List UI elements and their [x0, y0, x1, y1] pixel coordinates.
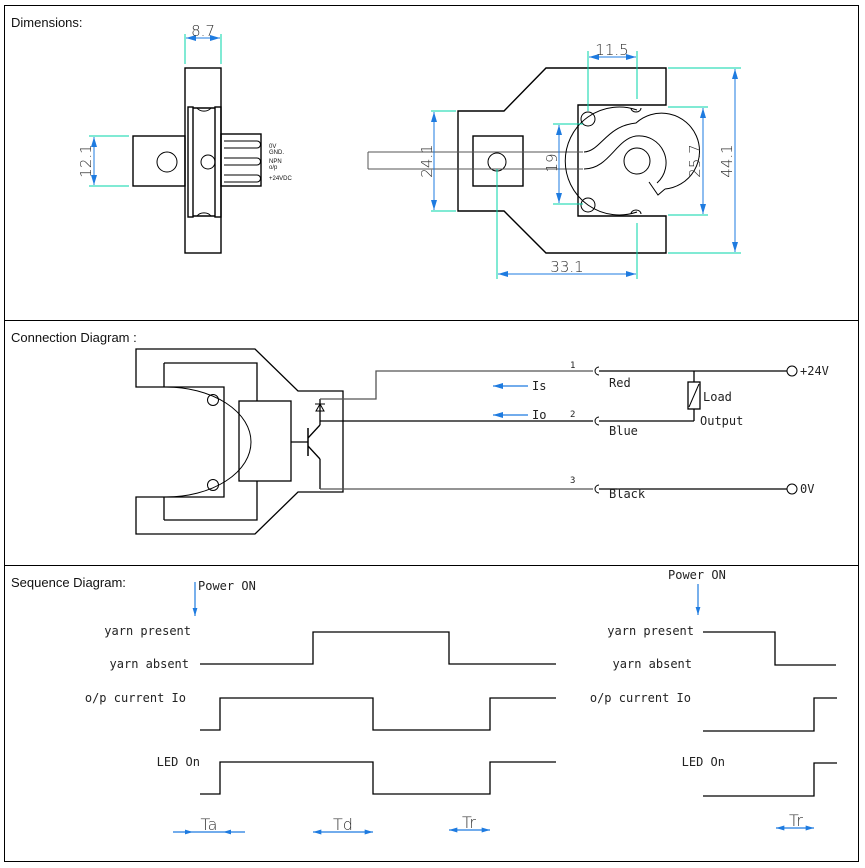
yarn-absent-label-left: yarn absent [110, 657, 189, 671]
yarn-present-label-left: yarn present [104, 624, 191, 638]
left-sequence: Power ON yarn present yarn absent o/p cu… [85, 579, 556, 835]
dim-center-label: 33.1 [550, 258, 583, 276]
side-dims: 8.7 12.1 [77, 22, 222, 187]
front-body [457, 67, 667, 254]
op-current-label-right: o/p current Io [590, 691, 691, 705]
side-view [132, 67, 262, 254]
sequence-title: Sequence Diagram: [11, 575, 126, 590]
output-label: Output [700, 414, 743, 428]
terminal-0v-label: 0V [800, 482, 814, 496]
connection-title: Connection Diagram : [11, 330, 137, 345]
pin-label-24vdc: +24VDC [269, 176, 293, 182]
dim-holes-label: 19 [543, 153, 561, 172]
ta-label: Ta [201, 815, 218, 834]
terminal-24v-label: +24V [800, 364, 829, 378]
side-mount-hole [156, 151, 178, 173]
side-mount-tab [132, 135, 186, 187]
led-on-label-left: LED On [157, 755, 200, 769]
yarn-waveform-right [703, 631, 836, 666]
led-waveform-left [200, 761, 556, 795]
front-dims: 11.5 24.1 19 25.7 44.1 [418, 41, 741, 279]
front-hole-top [580, 111, 596, 127]
sensor-outline [135, 348, 344, 535]
pin-label-npn: NPN [269, 159, 282, 165]
wire-red-internal [320, 370, 593, 400]
tr-label-left: Tr [462, 813, 476, 832]
current-is-label: Is [532, 379, 546, 393]
terminal-0v [786, 483, 798, 495]
pin-2-label: 2 [570, 410, 575, 420]
dimensions-drawing: 0V GND. NPN o/p +24VDC 8.7 12.1 [77, 22, 741, 279]
td-label: Td [333, 815, 353, 834]
dim-height-label: 12.1 [77, 144, 95, 177]
dim-inner-label: 25.7 [686, 144, 704, 177]
sequence-section: Sequence Diagram: Power ON yarn present … [5, 566, 858, 862]
dimensions-section: Dimensions: [5, 6, 858, 321]
front-hole-bottom [580, 197, 596, 213]
datasheet-frame: Dimensions: [4, 5, 859, 862]
amplifier-block [238, 400, 292, 482]
led-on-label-right: LED On [682, 755, 725, 769]
current-waveform-right [703, 697, 837, 732]
wire-black-label: Black [609, 487, 646, 501]
dim-width-label: 8.7 [191, 22, 215, 40]
side-rail-left [187, 106, 194, 218]
op-current-label-left: o/p current Io [85, 691, 186, 705]
pin-1-label: 1 [570, 361, 575, 371]
yarn-waveform-left [200, 631, 556, 665]
yarn-present-label-right: yarn present [607, 624, 694, 638]
power-on-label-right: Power ON [668, 568, 726, 582]
dim-slot-label: 11.5 [595, 41, 628, 59]
dimensions-title: Dimensions: [11, 15, 83, 30]
dim-overall-label: 44.1 [718, 144, 736, 177]
current-waveform-left [200, 697, 556, 731]
front-mount-block [472, 135, 524, 187]
pin-label-0v: 0V [269, 144, 276, 150]
power-on-label-left: Power ON [198, 579, 256, 593]
load-label: Load [703, 390, 732, 404]
wiring [320, 365, 798, 495]
yarn-absent-label-right: yarn absent [613, 657, 692, 671]
right-sequence: Power ON yarn present yarn absent o/p cu… [590, 568, 837, 831]
side-pin-block [220, 133, 262, 187]
connection-section: Connection Diagram : [5, 321, 858, 566]
pin-labels: 0V GND. NPN o/p +24VDC [269, 144, 293, 182]
led-waveform-right [703, 762, 837, 797]
wire-blue-label: Blue [609, 424, 638, 438]
tr-label-right: Tr [789, 811, 803, 830]
front-view [367, 67, 700, 254]
pin-3-label: 3 [570, 476, 575, 486]
pin-label-op: o/p [269, 165, 278, 171]
dim-mount-label: 24.1 [418, 144, 436, 177]
wire-red-label: Red [609, 376, 631, 390]
pin-label-gnd: GND. [269, 150, 284, 156]
terminal-24v [786, 365, 798, 377]
current-io-label: Io [532, 408, 546, 422]
